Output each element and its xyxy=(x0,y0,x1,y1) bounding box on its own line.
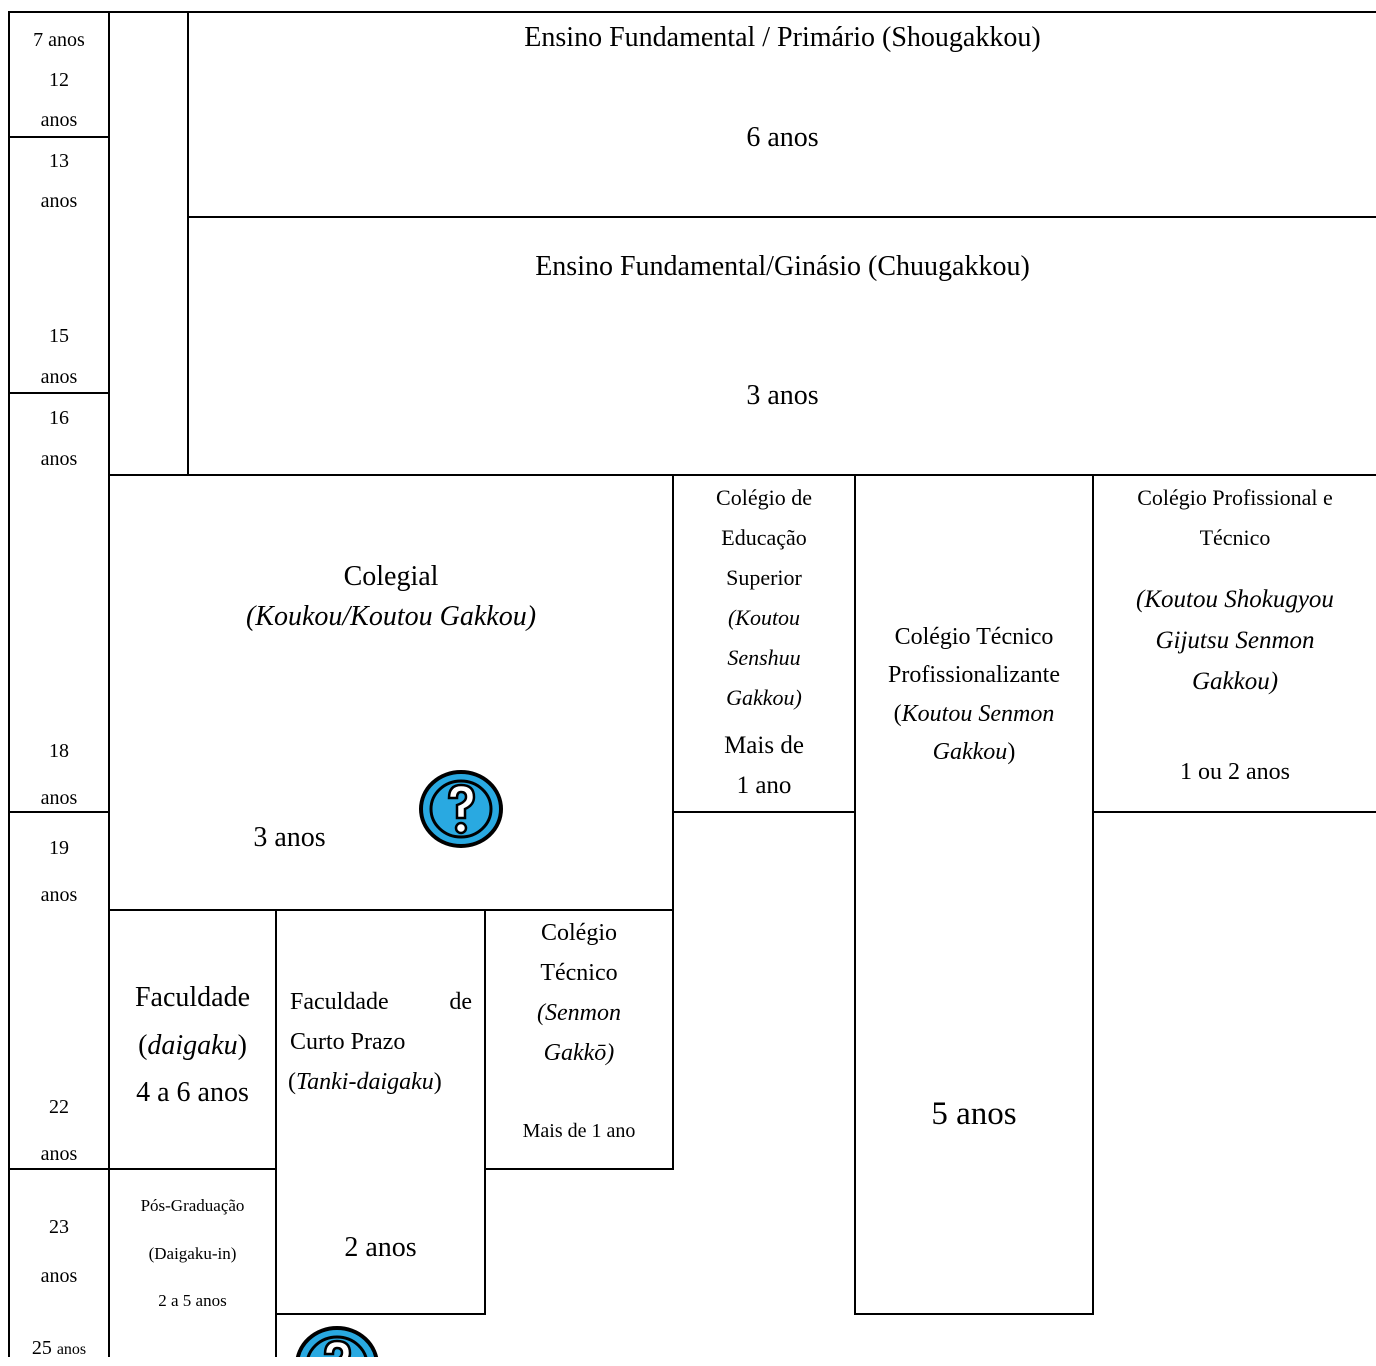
age-25: 25 anos xyxy=(8,1332,110,1366)
age-16-number: 16 xyxy=(49,407,69,429)
colegial-title: Colegial xyxy=(343,561,439,592)
prof-tecnico-italic3: Gakkou) xyxy=(1191,668,1279,695)
prof-tecnico-line2: Técnico xyxy=(1199,525,1271,550)
senmon-duration: Mais de 1 ano xyxy=(522,1120,636,1142)
colegial-duration: 3 anos xyxy=(253,822,326,853)
tecnico-prof-paren-close: ) xyxy=(1007,739,1016,765)
educacao-superior-italic1: (Koutou xyxy=(727,605,801,630)
colegial-subtitle: (Koukou/Koutou Gakkou) xyxy=(245,601,537,632)
curto-prazo-italic: Tanki-daigaku xyxy=(296,1069,434,1095)
educacao-superior-bottom xyxy=(672,811,856,813)
prof-tecnico-italic1: (Koutou Shokugyou xyxy=(1136,586,1334,613)
age-divider-22-23 xyxy=(8,1168,108,1170)
educacao-superior-line2: Educação xyxy=(721,525,807,550)
faculdade-duration: 4 a 6 anos xyxy=(136,1077,249,1108)
faculdade-italic: daigaku xyxy=(147,1030,238,1061)
left-border xyxy=(8,11,10,1357)
curto-prazo-line3: (Tanki-daigaku) xyxy=(288,1062,478,1102)
age-7: 7 anos xyxy=(33,29,85,51)
age-13-unit: anos xyxy=(40,190,78,212)
curto-prazo-paren-open: ( xyxy=(288,1069,296,1095)
educacao-superior-duration2: 1 ano xyxy=(736,772,792,799)
educacao-superior-line3: Superior xyxy=(726,565,802,590)
prof-tecnico-bottom xyxy=(1092,811,1376,813)
ginasio-duration: 3 anos xyxy=(746,380,819,411)
curto-prazo-paren-close: ) xyxy=(433,1069,442,1095)
tecnico-prof-line3: (Koutou Senmon xyxy=(856,694,1092,734)
question-mark-icon xyxy=(295,1326,379,1357)
age-23-number: 23 xyxy=(49,1216,69,1238)
tecnico-prof-italic1: Koutou Senmon xyxy=(901,701,1055,727)
age-15-number: 15 xyxy=(49,325,69,347)
tecnico-prof-line1: Colégio Técnico xyxy=(894,624,1054,650)
educacao-superior-italic2: Senshuu xyxy=(727,645,801,670)
educacao-superior-duration1: Mais de xyxy=(724,732,804,759)
curto-prazo-duration: 2 anos xyxy=(344,1232,417,1263)
senmon-line1: Colégio xyxy=(541,920,617,946)
curto-prazo-word2: de xyxy=(449,989,472,1015)
age-25-unit: anos xyxy=(56,1341,87,1358)
pos-line3: 2 a 5 anos xyxy=(158,1291,227,1310)
age-25-number: 25 xyxy=(31,1337,52,1359)
educacao-superior-italic3: Gakkou) xyxy=(726,685,802,710)
age-22-number: 22 xyxy=(49,1096,69,1118)
senmon-line2: Técnico xyxy=(540,960,618,986)
faculdade-bottom xyxy=(108,1168,277,1170)
blank-column-divider xyxy=(187,11,189,475)
colegial-bottom xyxy=(108,909,674,911)
top-border xyxy=(8,11,1376,13)
primario-title: Ensino Fundamental / Primário (Shougakko… xyxy=(524,22,1041,53)
prof-tecnico-duration: 1 ou 2 anos xyxy=(1180,759,1290,785)
curto-prazo-bottom xyxy=(275,1313,486,1315)
pos-line1: Pós-Graduação xyxy=(140,1196,245,1215)
tecnico-prof-paren-open: ( xyxy=(893,701,902,727)
ginasio-title: Ensino Fundamental/Ginásio (Chuugakkou) xyxy=(535,251,1030,282)
age-16-unit: anos xyxy=(40,448,78,470)
senmon-italic1: (Senmon xyxy=(537,1000,621,1026)
age-23-unit: anos xyxy=(40,1265,78,1287)
age-column-divider xyxy=(108,11,110,1357)
faculdade-title: Faculdade xyxy=(134,982,251,1013)
curto-prazo-line1: Faculdade de xyxy=(290,982,472,1022)
age-13-number: 13 xyxy=(49,150,69,172)
senmon-bottom xyxy=(484,1168,674,1170)
tecnico-prof-italic2: Gakkou xyxy=(932,739,1008,765)
colegial-right xyxy=(672,474,674,1170)
question-mark-icon xyxy=(419,770,503,848)
age-19-number: 19 xyxy=(49,837,69,859)
age-22-unit: anos xyxy=(40,1143,78,1165)
prof-tecnico-italic2: Gijutsu Senmon xyxy=(1155,627,1315,654)
age-18-unit: anos xyxy=(40,787,78,809)
pos-line2: (Daigaku-in) xyxy=(148,1244,237,1263)
educacao-superior-right xyxy=(854,474,856,1314)
age-divider-18-19 xyxy=(8,811,108,813)
faculdade-right xyxy=(275,909,277,1357)
tecnico-prof-line2: Profissionalizante xyxy=(888,662,1060,688)
faculdade-paren-close: ) xyxy=(237,1030,247,1061)
tecnico-prof-bottom xyxy=(854,1313,1094,1315)
tecnico-prof-right xyxy=(1092,474,1094,1314)
curto-prazo-line2: Curto Prazo xyxy=(290,1029,406,1055)
age-12-number: 12 xyxy=(49,69,69,91)
age-divider-15-16 xyxy=(8,392,108,394)
curto-prazo-right xyxy=(484,909,486,1315)
educacao-superior-line1: Colégio de xyxy=(716,485,812,510)
age-12-unit: anos xyxy=(40,109,78,131)
faculdade-subtitle: (daigaku) xyxy=(110,1026,275,1066)
age-divider-12-13 xyxy=(8,136,108,138)
primario-duration: 6 anos xyxy=(746,122,819,153)
prof-tecnico-line1: Colégio Profissional e xyxy=(1137,485,1333,510)
ginasio-bottom xyxy=(108,474,1376,476)
senmon-italic2: Gakkō) xyxy=(543,1040,615,1066)
faculdade-paren-open: ( xyxy=(138,1030,148,1061)
tecnico-prof-line4: Gakkou) xyxy=(856,732,1092,772)
age-15-unit: anos xyxy=(40,366,78,388)
age-18-number: 18 xyxy=(49,740,69,762)
tecnico-prof-duration: 5 anos xyxy=(931,1096,1017,1132)
curto-prazo-word1: Faculdade xyxy=(290,989,389,1015)
primario-bottom xyxy=(187,216,1376,218)
age-19-unit: anos xyxy=(40,884,78,906)
